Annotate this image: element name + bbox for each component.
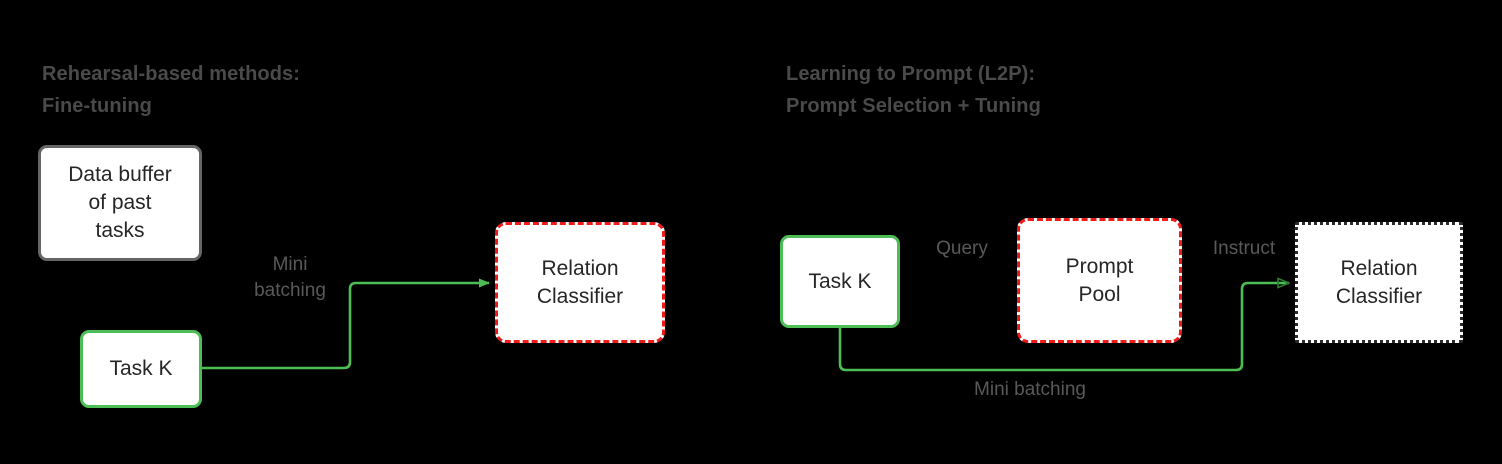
edge-label-mini-batching-left: Mini batching <box>254 254 326 301</box>
panel-title-rehearsal: Rehearsal-based methods: Fine-tuning <box>42 63 301 117</box>
node-data-buffer[interactable]: Data buffer of past tasks <box>38 145 202 261</box>
node-relation-classifier-right[interactable]: Relation Classifier <box>1295 222 1463 343</box>
node-task-k-right[interactable]: Task K <box>780 235 900 328</box>
node-prompt-pool[interactable]: Prompt Pool <box>1017 218 1182 343</box>
edge-label-query: Query <box>936 238 988 259</box>
edge-label-mini-batching-right: Mini batching <box>974 379 1086 400</box>
edge-label-instruct: Instruct <box>1212 238 1276 259</box>
panel-title-l2p: Learning to Prompt (L2P): Prompt Selecti… <box>786 63 1041 117</box>
node-relation-classifier-left[interactable]: Relation Classifier <box>495 222 665 343</box>
node-task-k-left[interactable]: Task K <box>80 330 202 408</box>
